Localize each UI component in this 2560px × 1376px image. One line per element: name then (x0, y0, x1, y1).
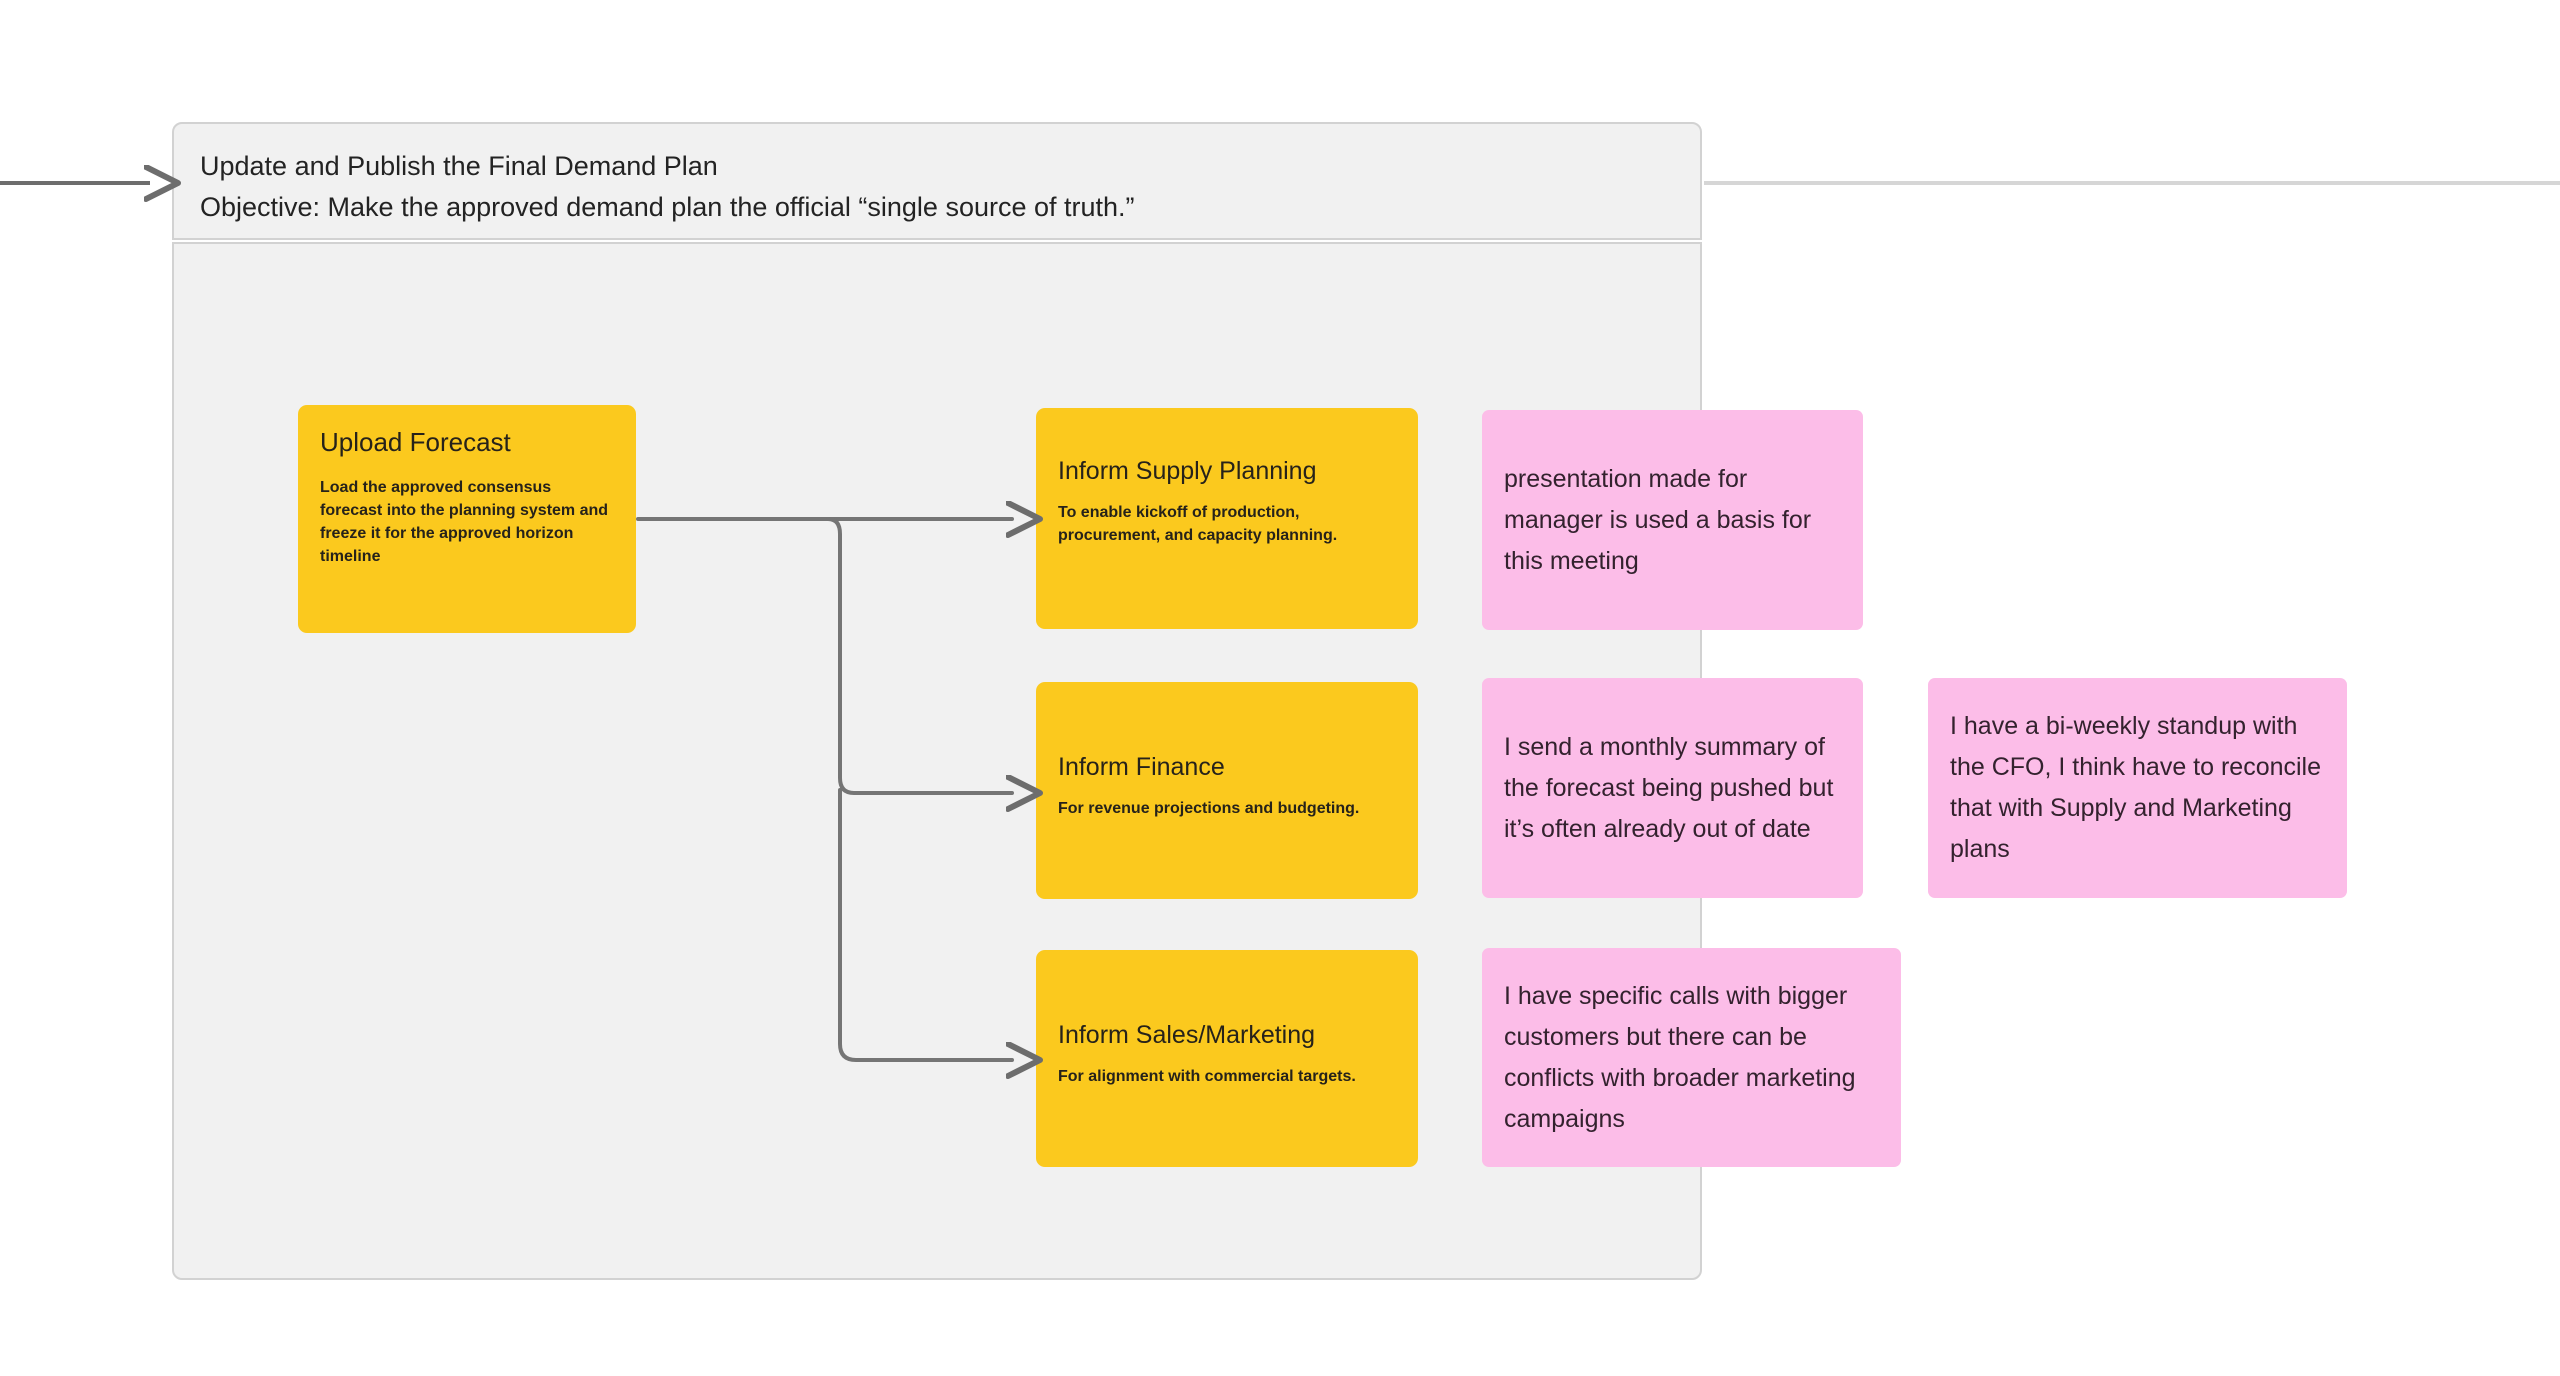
sticky-note-text: I have specific calls with bigger custom… (1504, 981, 1856, 1133)
process-group-body[interactable] (172, 242, 1702, 1280)
process-group[interactable]: Update and Publish the Final Demand Plan… (172, 122, 1702, 1280)
step-card-title: Inform Finance (1058, 753, 1225, 781)
step-card-description: Load the approved consensus forecast int… (320, 479, 609, 565)
step-card-inform-finance[interactable]: Inform Finance For revenue projections a… (1036, 682, 1418, 899)
sticky-note-cfo-standup[interactable]: I have a bi-weekly standup with the CFO,… (1928, 678, 2347, 898)
step-card-title: Upload Forecast (320, 427, 511, 457)
step-card-inform-supply-planning[interactable]: Inform Supply Planning To enable kickoff… (1036, 408, 1418, 629)
step-card-inform-sales-marketing[interactable]: Inform Sales/Marketing For alignment wit… (1036, 950, 1418, 1167)
sticky-note-text: I have a bi-weekly standup with the CFO,… (1950, 712, 2322, 863)
step-card-title: Inform Sales/Marketing (1058, 1021, 1316, 1049)
step-card-description: To enable kickoff of production, procure… (1058, 504, 1338, 544)
step-card-title: Inform Supply Planning (1058, 457, 1317, 485)
sticky-note-text: I send a monthly summary of the forecast… (1504, 732, 1834, 843)
process-group-objective: Objective: Make the approved demand plan… (200, 192, 1135, 222)
sticky-note-presentation[interactable]: presentation made for manager is used a … (1482, 410, 1863, 630)
sticky-note-monthly-summary[interactable]: I send a monthly summary of the forecast… (1482, 678, 1863, 898)
step-card-upload-forecast[interactable]: Upload Forecast Load the approved consen… (298, 405, 636, 633)
process-group-title: Update and Publish the Final Demand Plan (200, 151, 718, 181)
sticky-note-customer-calls[interactable]: I have specific calls with bigger custom… (1482, 948, 1901, 1167)
process-group-header[interactable]: Update and Publish the Final Demand Plan… (172, 122, 1702, 240)
step-card-description: For alignment with commercial targets. (1058, 1068, 1356, 1085)
sticky-note-text: presentation made for manager is used a … (1504, 464, 1812, 575)
step-card-description: For revenue projections and budgeting. (1058, 800, 1360, 817)
